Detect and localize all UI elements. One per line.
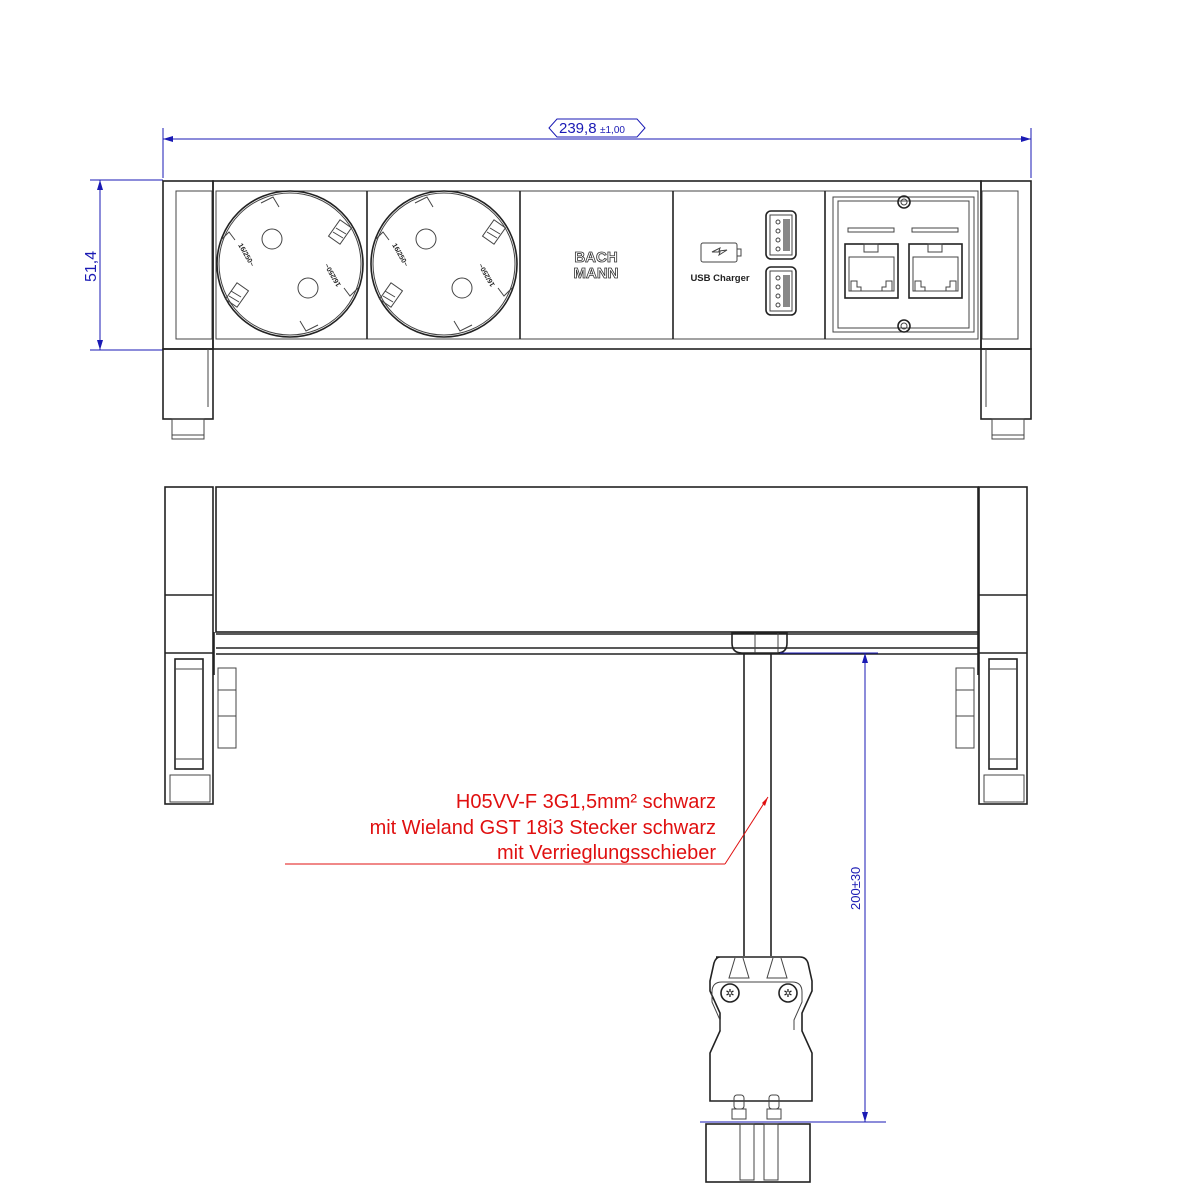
usb-port-top-icon [765,210,797,260]
bachmann-logo-module: BACH MANN [573,249,619,283]
width-value: 239,8 [559,120,597,137]
width-dimension: 239,8 ±1,00 [162,118,1032,178]
front-view: 16/250~ 16/250~ 16/250~ 16/250~ BACH MAN [162,180,1032,440]
logo-line-1: BACH [574,249,617,266]
battery-charging-icon [700,242,742,263]
svg-text:16/250~: 16/250~ [390,243,409,269]
wieland-connector: ✲ ✲ [705,956,813,1183]
rj45-data-module [832,195,975,333]
height-value: 51,4 [83,251,100,282]
cable-spec-line-2: mit Wieland GST 18i3 Stecker schwarz [370,817,716,839]
usb-charger-label: USB Charger [690,273,749,284]
screw-icon-right: ✲ [783,988,792,1000]
logo-line-2: MANN [574,265,619,282]
cable-length-dimension: 200±30 [700,652,886,1123]
screw-icon-left: ✲ [725,988,734,1000]
side-view: ✲ ✲ 200±30 H05VV-F 3G1,5mm² sch [164,486,1028,1183]
svg-text:16/250~: 16/250~ [324,262,343,288]
schuko-socket-2: 16/250~ 16/250~ [370,190,518,338]
cable-spec-line-1: H05VV-F 3G1,5mm² schwarz [456,791,716,813]
svg-text:16/250~: 16/250~ [236,243,255,269]
usb-charger-module: USB Charger [690,210,797,316]
ethernet-port-2-icon [908,243,963,299]
height-dimension: 51,4 [83,179,163,351]
width-tolerance: ±1,00 [600,125,625,136]
ethernet-port-1-icon [844,243,899,299]
power-cable [743,654,772,956]
cable-spec-line-3: mit Verrieglungsschieber [497,842,716,864]
cable-annotation: H05VV-F 3G1,5mm² schwarz mit Wieland GST… [285,791,769,865]
schuko-socket-1: 16/250~ 16/250~ [216,190,364,338]
svg-text:16/250~: 16/250~ [478,262,497,288]
cable-length-value: 200±30 [848,867,863,910]
usb-port-bottom-icon [765,266,797,316]
